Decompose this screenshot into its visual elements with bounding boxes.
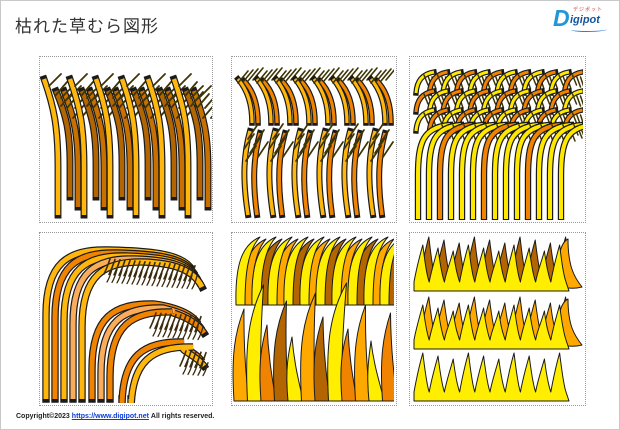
weeping-clump-illustration [42, 246, 210, 403]
logo-kana-text: デジポット [573, 7, 604, 13]
copyright-suffix: All rights reserved. [150, 413, 215, 420]
spike-bands-illustration [413, 236, 583, 402]
panel-broad-blades [231, 232, 397, 406]
logo-wordmark: igipot [570, 14, 600, 26]
panel-weeping-clump [39, 232, 213, 406]
dense-canopy-grass-illustration [413, 68, 583, 220]
panel-spike-bands [409, 232, 586, 406]
seed-head-grass-illustration [234, 67, 394, 219]
digipot-logo[interactable]: デジポット D igipot [551, 5, 611, 33]
panel-tall-dried-grass [39, 56, 213, 223]
panel-seed-head-grass [231, 56, 397, 223]
broad-blades-illustration [232, 236, 394, 402]
logo-d-letter: D [553, 5, 570, 31]
digipot-link[interactable]: https://www.digipot.net [71, 413, 149, 420]
tall-dried-grass-illustration [40, 73, 212, 219]
page-title: 枯れた草むら図形 [15, 17, 159, 36]
panel-dense-canopy-grass [409, 56, 586, 223]
logo-swoosh [571, 27, 607, 32]
copyright-prefix: Copyright©2023 [16, 413, 70, 420]
